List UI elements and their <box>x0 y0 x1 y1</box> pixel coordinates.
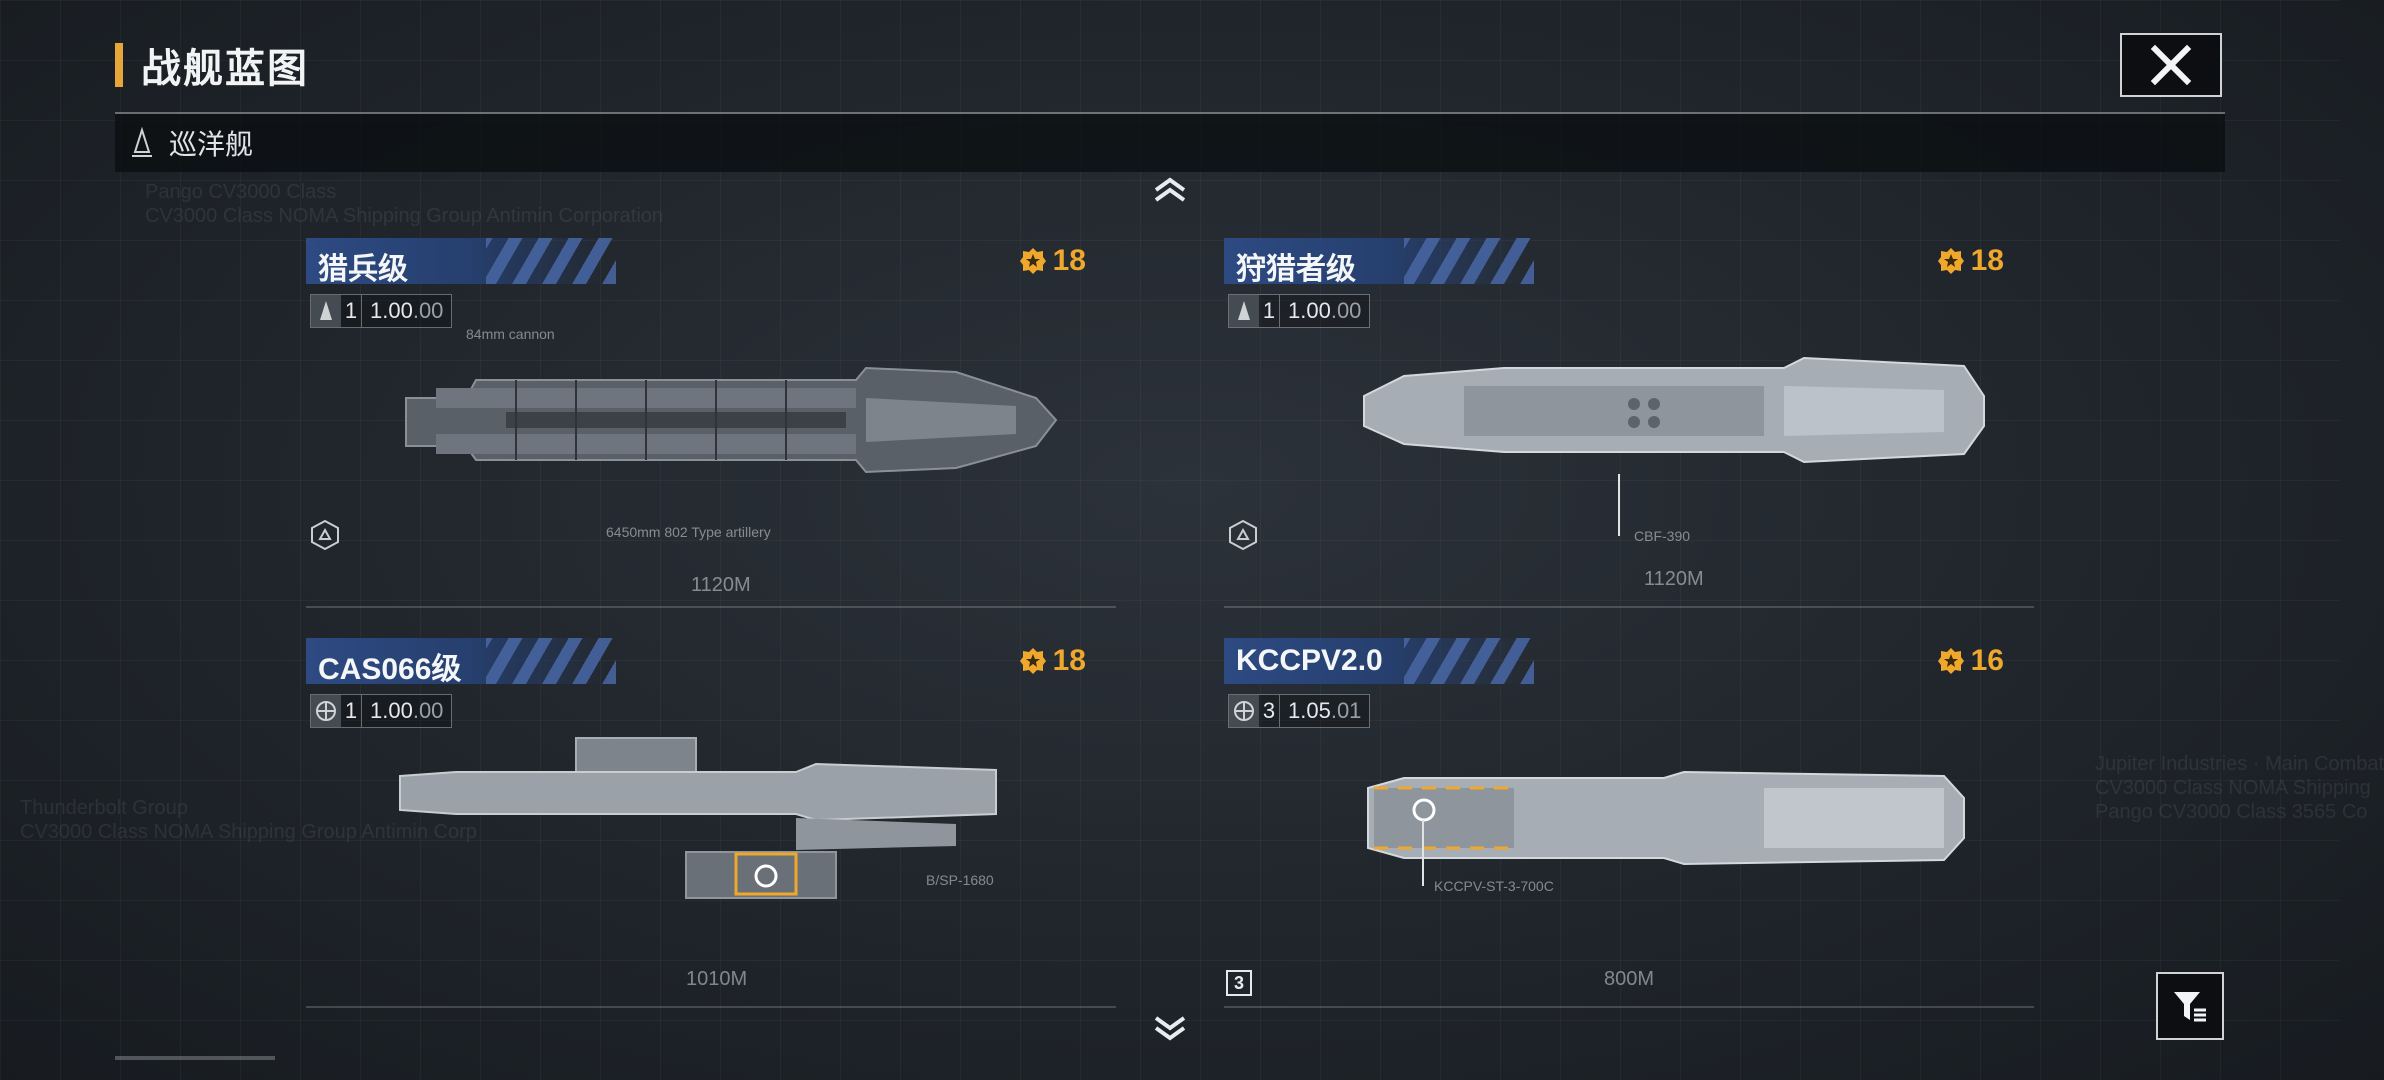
stat-sub: .00 <box>1330 298 1362 323</box>
scroll-indicator <box>115 1056 275 1060</box>
ship-card-stalker[interactable]: 狩猎者级 18 1 1.00.00 CBF-390 1120M <box>1224 238 2034 608</box>
filter-icon <box>2174 992 2206 1022</box>
background-text: CV3000 Class NOMA Shipping <box>2095 777 2371 799</box>
chevron-up-icon[interactable] <box>1150 176 1190 204</box>
ship-stat-box: 1 1.00.00 <box>310 694 453 728</box>
category-filter-bar[interactable]: 巡洋舰 <box>115 114 2225 172</box>
chevron-down-icon[interactable] <box>1150 1014 1190 1042</box>
stat-level: 1 <box>341 295 362 327</box>
stat-sub: .00 <box>412 298 444 323</box>
ship-length-label: 1120M <box>1644 568 1704 590</box>
globe-icon <box>1234 701 1254 721</box>
ship-blueprint-image <box>1363 356 1985 464</box>
ship-stat-box: 3 1.05.01 <box>1228 694 1371 728</box>
card-header <box>306 638 616 684</box>
ship-blueprint-image <box>399 737 997 899</box>
ship-blueprint-image <box>405 366 1058 474</box>
medal-icon <box>1019 248 1046 274</box>
filter-button[interactable] <box>2156 972 2224 1040</box>
blueprint-count: 16 <box>1970 644 2004 677</box>
close-button[interactable] <box>2120 33 2222 97</box>
ship-card-hunter[interactable]: 猎兵级 18 1 1.00.00 84mm cannon 6450mm 802 … <box>306 238 1116 608</box>
ship-name: CAS066级 <box>318 653 462 686</box>
annotation-text: 84mm cannon <box>466 326 555 342</box>
background-text: Pango CV3000 Class 3565 Co <box>2095 801 2368 823</box>
cruiser-icon <box>320 301 332 320</box>
ship-name: 猎兵级 <box>318 253 408 286</box>
background-text: Pango CV3000 Class <box>145 181 337 203</box>
blueprint-count: 18 <box>1970 244 2004 277</box>
ship-length-label: 1120M <box>691 574 751 596</box>
stat-level: 1 <box>341 695 362 727</box>
title-accent-bar <box>115 43 123 87</box>
medal-icon <box>1019 648 1046 674</box>
annotation-text: KCCPV-ST-3-700C <box>1434 878 1554 894</box>
blueprint-count-badge: 18 <box>1019 644 1086 678</box>
cruiser-icon <box>132 126 152 157</box>
ship-name: KCCPV2.0 <box>1236 644 1383 677</box>
stat-main: 1.00 <box>1288 298 1331 323</box>
card-header <box>1224 638 1534 684</box>
background-text: CV3000 Class NOMA Shipping Group Antimin… <box>20 821 477 843</box>
card-header <box>1224 238 1534 284</box>
blueprint-count: 18 <box>1052 244 1086 277</box>
ship-blueprint-image <box>1367 770 1965 866</box>
stat-main: 1.05 <box>1288 698 1331 723</box>
stat-main: 1.00 <box>370 698 413 723</box>
hexagon-icon <box>1229 519 1257 551</box>
annotation-text: CBF-390 <box>1634 528 1691 544</box>
ship-name: 狩猎者级 <box>1236 253 1356 286</box>
page-title: 战舰蓝图 <box>141 47 309 91</box>
ship-stat-box: 1 1.00.00 <box>310 294 453 328</box>
blueprint-count-badge: 18 <box>1937 244 2004 278</box>
ship-card-kccpv[interactable]: KCCPV2.0 16 3 1.05.01 KCCPV-ST-3-700C 3 … <box>1224 638 2034 1008</box>
ship-stat-box: 1 1.00.00 <box>1228 294 1371 328</box>
page-header: 战舰蓝图 <box>115 40 309 91</box>
annotation-text: B/SP-1680 <box>926 872 994 888</box>
header-divider <box>115 112 2225 114</box>
blueprint-count: 18 <box>1052 644 1086 677</box>
medal-icon <box>1937 248 1964 274</box>
stat-level: 1 <box>1259 295 1280 327</box>
annotation-text: 6450mm 802 Type artillery <box>606 524 771 540</box>
hexagon-icon <box>311 519 339 551</box>
stat-sub: .01 <box>1330 698 1362 723</box>
background-text: Thunderbolt Group <box>20 797 188 819</box>
close-icon <box>2150 44 2192 86</box>
blueprint-count-badge: 16 <box>1937 644 2004 678</box>
stat-main: 1.00 <box>370 298 413 323</box>
background-text: CV3000 Class NOMA Shipping Group Antimin… <box>145 205 664 227</box>
cruiser-icon <box>1238 301 1250 320</box>
ship-card-cas066[interactable]: CAS066级 18 1 1.00.00 B/SP-1680 1010M <box>306 638 1116 1008</box>
card-header <box>306 238 616 284</box>
stat-sub: .00 <box>412 698 444 723</box>
globe-icon <box>316 701 336 721</box>
blueprint-count-badge: 18 <box>1019 244 1086 278</box>
medal-icon <box>1937 648 1964 674</box>
corner-tag: 3 <box>1226 970 1252 996</box>
background-text: Jupiter Industries · Main Combat <box>2095 753 2384 775</box>
category-label: 巡洋舰 <box>169 129 254 160</box>
stat-level: 3 <box>1259 695 1280 727</box>
ship-length-label: 800M <box>1604 968 1655 990</box>
ship-length-label: 1010M <box>686 968 748 990</box>
